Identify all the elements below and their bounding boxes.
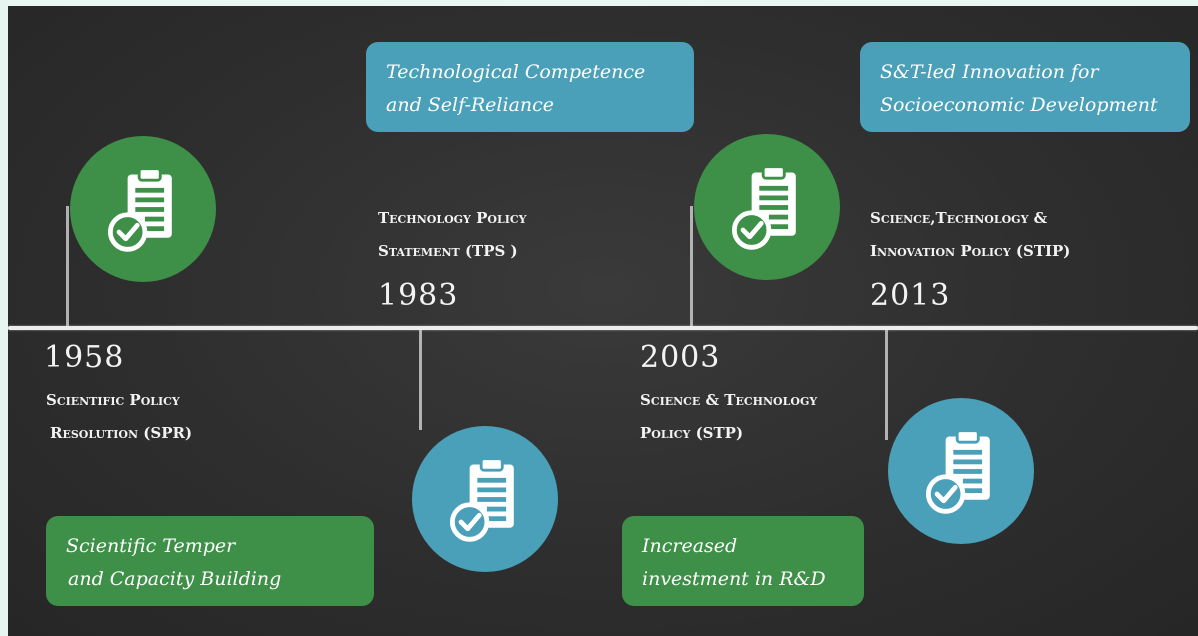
year-1983: 1983 (378, 278, 459, 313)
policy-line-1: Science & Technology (640, 391, 818, 409)
timeline-stem-2003 (690, 206, 693, 326)
milestone-1983-icon-circle (412, 426, 558, 572)
timeline-stem-1958 (66, 206, 69, 326)
policy-line-2: Policy (STP) (640, 424, 744, 442)
theme-line-1: S&T-led Innovation for (880, 61, 1099, 83)
milestone-2003-icon-circle (694, 134, 840, 280)
policy-line-1: Technology Policy (378, 209, 527, 227)
milestone-2013-icon-circle (888, 398, 1034, 544)
clipboard-check-icon (731, 165, 796, 250)
policy-line-1: Science,Technology & (870, 209, 1048, 227)
theme-box-1983: Technological Competence and Self-Relian… (366, 42, 694, 132)
policy-line-2: Resolution (SPR) (50, 424, 193, 442)
policy-label-1983: Technology Policy Statement (TPS ) (378, 202, 526, 268)
theme-line-1: Increased (642, 535, 738, 557)
left-frame-strip (0, 0, 8, 636)
theme-line-2: and Self-Reliance (386, 94, 555, 116)
timeline-stem-2013 (885, 330, 888, 440)
theme-line-1: Technological Competence (386, 61, 646, 83)
clipboard-check-icon (449, 457, 514, 542)
theme-line-2: Socioeconomic Development (880, 94, 1158, 116)
policy-label-1958: Scientific Policy Resolution (SPR) (46, 384, 192, 450)
timeline-axis (8, 326, 1198, 330)
theme-line-2: investment in R&D (642, 568, 826, 590)
policy-label-2003: Science & Technology Policy (STP) (640, 384, 817, 450)
chalkboard-background: Technological Competence and Self-Relian… (8, 6, 1198, 636)
milestone-1958-icon-circle (70, 136, 216, 282)
clipboard-check-icon (925, 429, 990, 514)
top-frame-strip (0, 0, 1198, 6)
theme-box-2003: Increased investment in R&D (622, 516, 864, 606)
theme-line-2: and Capacity Building (68, 568, 282, 590)
year-1958: 1958 (44, 340, 125, 375)
year-2013: 2013 (870, 278, 951, 313)
theme-box-2013: S&T-led Innovation for Socioeconomic Dev… (860, 42, 1190, 132)
policy-line-2: Innovation Policy (STIP) (870, 242, 1071, 260)
theme-line-1: Scientific Temper (66, 535, 236, 557)
clipboard-check-icon (107, 167, 172, 252)
theme-box-1958: Scientific Temper and Capacity Building (46, 516, 374, 606)
year-2003: 2003 (640, 340, 721, 375)
policy-label-2013: Science,Technology & Innovation Policy (… (870, 202, 1070, 268)
policy-line-2: Statement (TPS ) (378, 242, 518, 260)
policy-line-1: Scientific Policy (46, 391, 180, 409)
timeline-stem-1983 (419, 330, 422, 430)
